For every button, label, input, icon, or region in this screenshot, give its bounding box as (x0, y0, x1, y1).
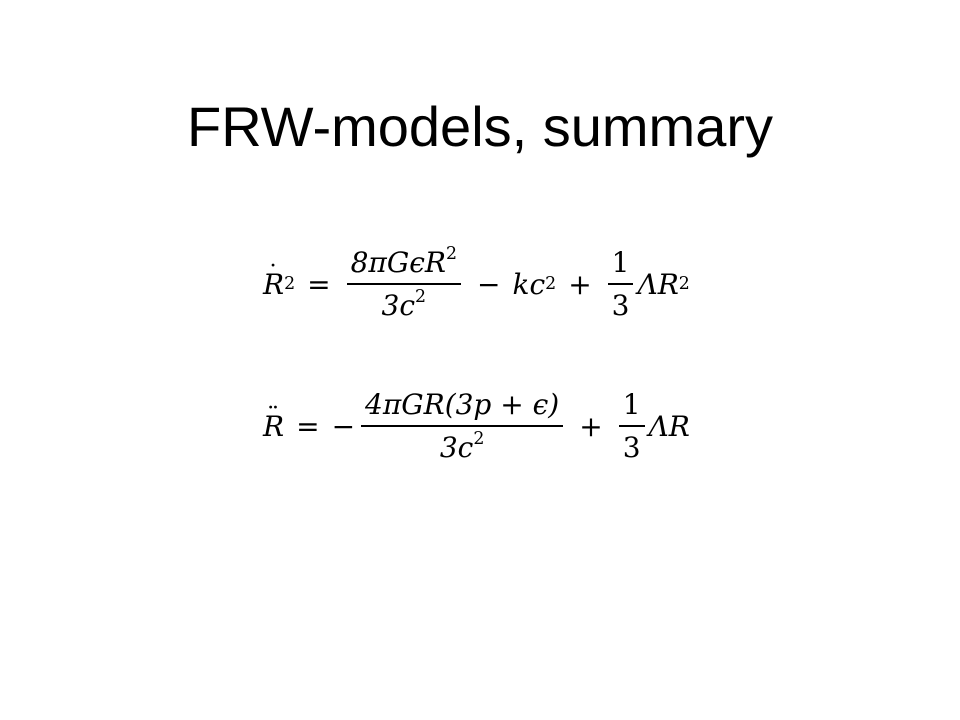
eq2-r-ddot: ¨ R (263, 404, 285, 443)
eq1-frac1-numerator: 8πGϵR2 (350, 243, 458, 279)
eq1-frac2-bar (607, 283, 634, 285)
eq2-lhs-symbol: R (263, 409, 285, 443)
eq2-minus: − (331, 409, 356, 443)
eq2-frac2-denominator: 3 (622, 431, 641, 464)
eq1-r-dot: ˙ R (263, 262, 285, 301)
eq1-lhs-symbol: R (263, 267, 285, 301)
eq2-frac2-numerator: 1 (622, 388, 641, 421)
eq1-frac1-denominator: 3c2 (381, 286, 427, 322)
eq2-fraction-1: 4πGR(3p + ϵ) 3c2 (361, 388, 564, 464)
eq1-lhs: ˙ R 2 (263, 259, 296, 301)
eq1-frac1-bar (346, 283, 462, 285)
eq1-frac2-numerator: 1 (611, 246, 630, 279)
eq1-equals: = (307, 267, 331, 301)
eq2-frac1-bar (361, 425, 564, 427)
eq1-dot-accent: ˙ (266, 259, 281, 289)
eq2-plus: + (579, 409, 603, 443)
eq2-frac1-denominator: 3c2 (439, 428, 485, 464)
eq1-plus: + (568, 267, 592, 301)
eq2-frac2-bar (618, 425, 645, 427)
eq1-minus: − (477, 267, 501, 301)
eq2-ddot-accent: ¨ (266, 401, 281, 431)
eq1-fraction-2: 1 3 (607, 246, 634, 322)
eq2-equals: = (296, 409, 320, 443)
eq1-fraction-1: 8πGϵR2 3c2 (346, 243, 462, 322)
eq2-lhs: ¨ R (263, 404, 285, 443)
eq2-lambda-term: ΛR (648, 409, 690, 443)
eq2-fraction-2: 1 3 (618, 388, 645, 464)
eq1-frac2-denominator: 3 (611, 289, 630, 322)
slide-title: FRW-models, summary (186, 95, 773, 158)
friedmann-equation-2: ¨ R = − 4πGR(3p + ϵ) 3c2 + 1 3 ΛR (263, 388, 690, 464)
eq2-frac1-numerator: 4πGR(3p + ϵ) (365, 388, 560, 421)
